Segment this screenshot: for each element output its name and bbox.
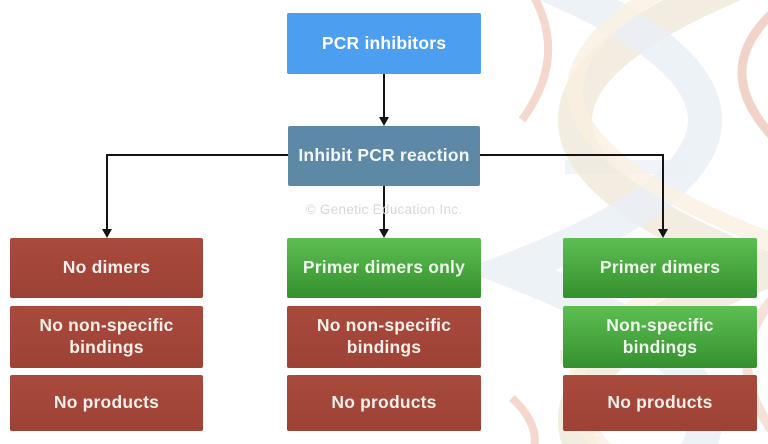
outcome-box-no-products-left: No products (10, 375, 203, 431)
outcome-box-nonspecific-bindings: Non-specific bindings (563, 306, 757, 368)
arrowhead-right-column (658, 229, 668, 238)
arrowhead-left-column (102, 229, 112, 238)
outcome-box-no-products-middle: No products (287, 375, 481, 431)
outcome-box-no-dimers: No dimers (10, 238, 203, 298)
outcome-box-no-nonspecific-bindings-left: No non-specific bindings (10, 306, 203, 368)
connector-root-to-secondary (383, 74, 385, 120)
connector-branch-right (662, 154, 664, 232)
outcome-box-no-products-right: No products (563, 375, 757, 431)
arrowhead-secondary (379, 117, 389, 126)
outcome-box-primer-dimers-only: Primer dimers only (287, 238, 481, 298)
node-inhibit-pcr-reaction: Inhibit PCR reaction (288, 126, 480, 186)
connector-branch-middle (383, 186, 385, 232)
outcome-box-primer-dimers: Primer dimers (563, 238, 757, 298)
node-pcr-inhibitors: PCR inhibitors (287, 13, 481, 74)
watermark: © Genetic Education Inc. (305, 202, 463, 217)
connector-branch-left (106, 154, 108, 232)
arrowhead-middle-column (379, 229, 389, 238)
outcome-box-no-nonspecific-bindings-middle: No non-specific bindings (287, 306, 481, 368)
